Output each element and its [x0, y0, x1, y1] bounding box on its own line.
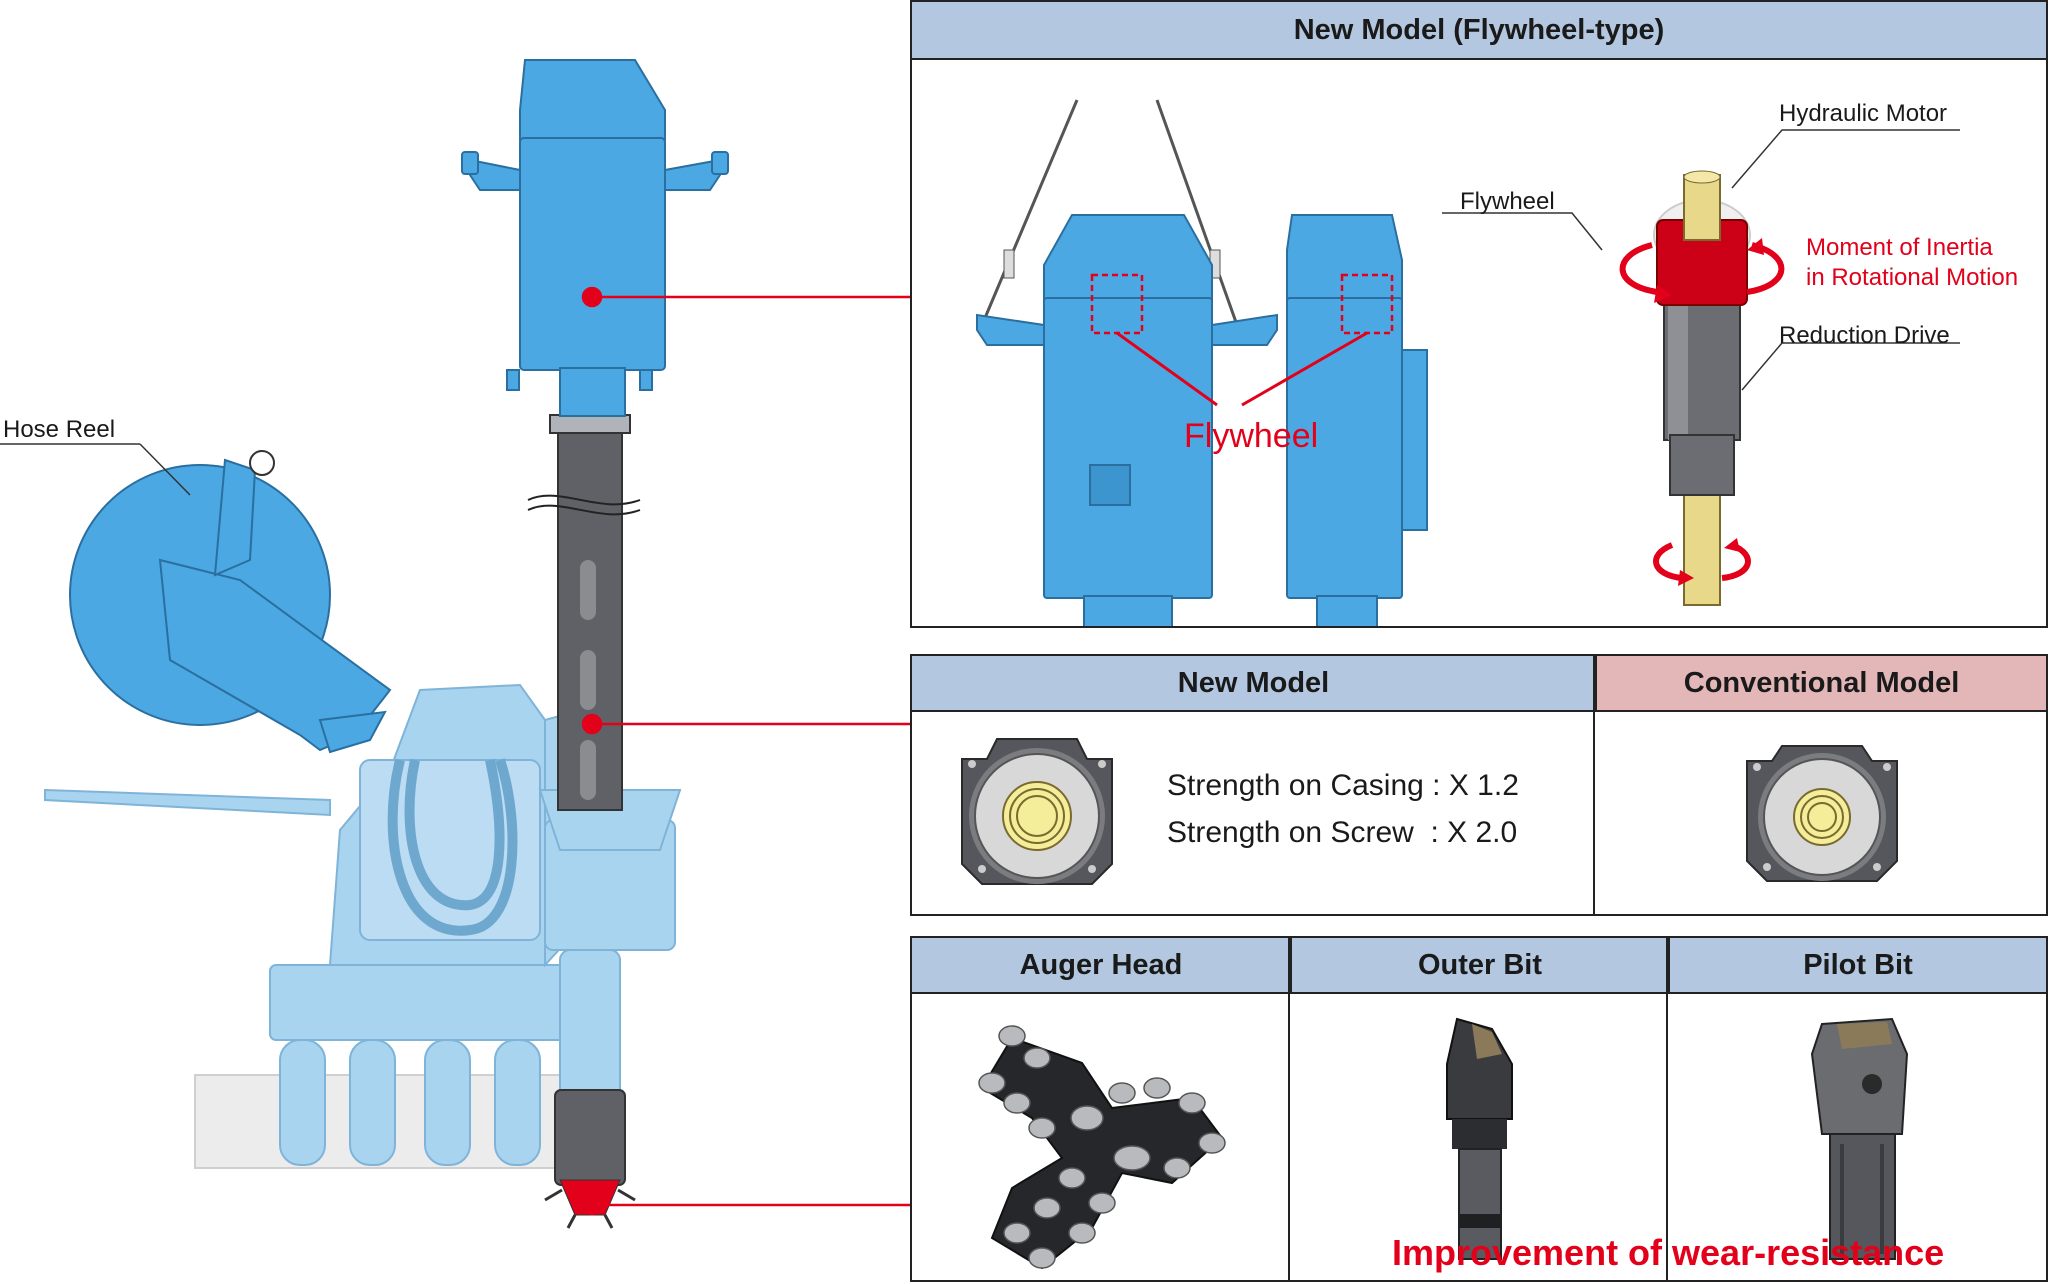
- conventional-model-header: Conventional Model: [1595, 656, 2046, 712]
- bits-panel: Auger Head Outer Bit Pilot Bit: [910, 936, 2048, 1282]
- side-view-unit: [1286, 214, 1428, 626]
- flywheel-callout-label: Flywheel: [1184, 417, 1319, 455]
- strength-casing: Strength on Casing : X 1.2: [1167, 769, 1519, 802]
- conventional-model-cross-section: [1746, 745, 1898, 882]
- new-model-header: New Model: [912, 656, 1595, 712]
- flywheel-panel-header: New Model (Flywheel-type): [912, 2, 2046, 60]
- hydraulic-hoses: [387, 758, 518, 936]
- machine-illustration: [0, 59, 910, 1229]
- label-reduction-drive: Reduction Drive: [1779, 322, 1950, 349]
- hose-reel: [69, 450, 392, 754]
- comparison-divider: [1593, 656, 1595, 914]
- comparison-panel: New Model Conventional Model Strength on…: [910, 654, 2048, 916]
- label-moment-line1: Moment of Inertia: [1806, 234, 1993, 261]
- flywheel-panel: New Model (Flywheel-type): [910, 0, 2048, 628]
- auger-head-photo: [978, 1025, 1226, 1270]
- label-moment-line2: in Rotational Motion: [1806, 264, 2019, 291]
- callout-leaders: [581, 286, 910, 1216]
- hose-reel-label: Hose Reel: [3, 416, 116, 443]
- bits-divider-2: [1666, 938, 1668, 1280]
- label-hydraulic-motor: Hydraulic Motor: [1779, 100, 1948, 127]
- bits-header-outer-bit: Outer Bit: [1290, 938, 1668, 994]
- label-flywheel: Flywheel: [1460, 188, 1555, 215]
- base-machine: [44, 683, 682, 1166]
- bits-header-pilot-bit: Pilot Bit: [1668, 938, 2046, 994]
- wear-resistance-label: Improvement of wear-resistance: [1392, 1232, 1945, 1273]
- bits-header-auger-head: Auger Head: [912, 938, 1290, 994]
- flywheel-cutaway: [1653, 170, 1751, 606]
- top-drive-unit: [461, 59, 729, 417]
- new-model-cross-section: [961, 738, 1113, 885]
- strength-screw: Strength on Screw : X 2.0: [1167, 816, 1518, 849]
- pilot-bit-photo: [1810, 1017, 1909, 1260]
- flywheel-unit-drawing: [976, 99, 1960, 626]
- outer-bit-photo: [1446, 1017, 1513, 1260]
- bits-divider-1: [1288, 938, 1290, 1280]
